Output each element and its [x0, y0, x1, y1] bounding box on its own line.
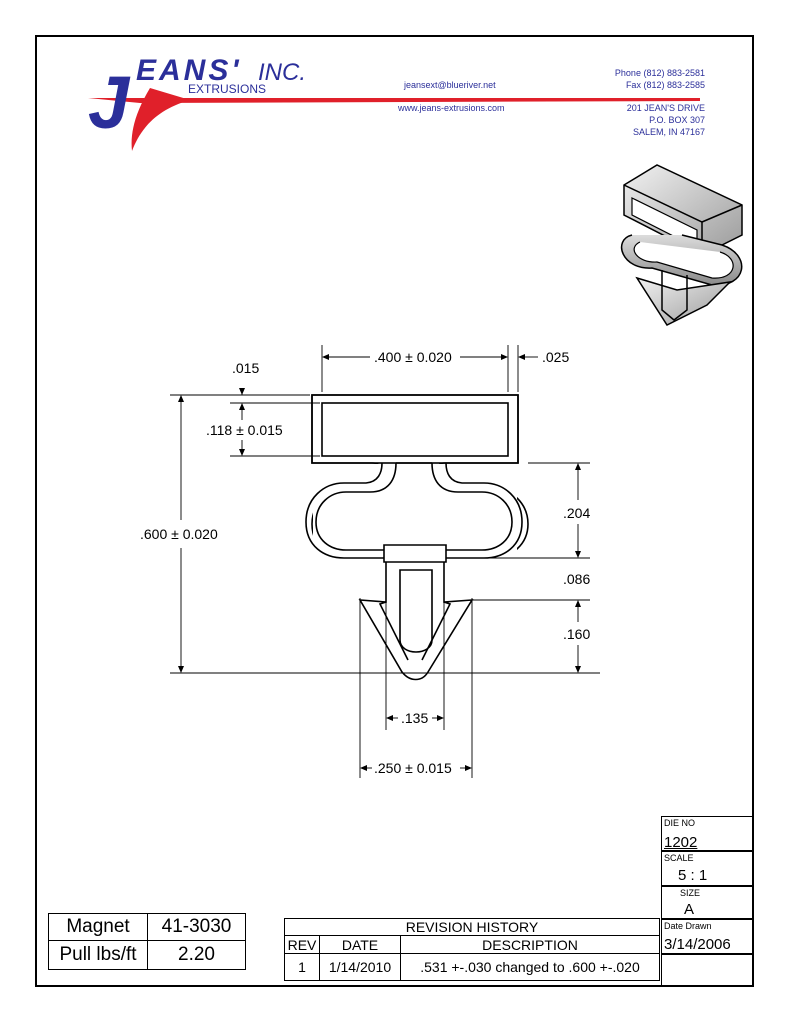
logo-extrusions: EXTRUSIONS: [188, 82, 266, 96]
scale-value: 5 : 1: [678, 867, 708, 884]
logo-j-letter: J: [88, 61, 131, 144]
rev-header: REV: [284, 935, 320, 954]
dim-top-width: .400 ± 0.020: [374, 349, 452, 365]
date-header: DATE: [319, 935, 401, 954]
table-row: REVISION HISTORY: [284, 918, 660, 936]
dim-dart-height: .160: [563, 626, 590, 642]
date-drawn-label: Date Drawn: [664, 921, 712, 931]
dim-dart-width: .250 ± 0.015: [374, 760, 452, 776]
magnet-table: Magnet 41-3030 Pull lbs/ft 2.20: [48, 913, 246, 970]
dim-overall-height: .600 ± 0.020: [140, 526, 218, 542]
drawing-sheet: [35, 35, 754, 987]
channel-inner: [321, 402, 509, 457]
die-no-label: DIE NO: [664, 818, 696, 828]
date-cell: 1/14/2010: [319, 953, 401, 981]
dimension-lines: [170, 345, 600, 778]
description-header: DESCRIPTION: [400, 935, 660, 954]
bulb-outline: [305, 462, 523, 559]
table-row: Magnet 41-3030: [48, 913, 246, 941]
logo-company-name: EANS': [136, 54, 241, 87]
isometric-preview: [621, 164, 743, 326]
magnet-value: 41-3030: [147, 913, 246, 941]
pull-label: Pull lbs/ft: [48, 940, 148, 970]
die-no-cell: DIE NO 1202: [661, 816, 754, 851]
phone-text: Phone (812) 883-2581: [614, 68, 705, 78]
profile-drawing: .400 ± 0.020 .025 .015 .118 ± 0.015 .600…: [140, 345, 600, 778]
logo-swoosh-tail: [131, 88, 190, 151]
address-line-2: P.O. BOX 307: [649, 115, 705, 125]
company-logo: J EANS' INC. EXTRUSIONS: [88, 54, 700, 151]
dim-stem-height: .086: [563, 571, 590, 587]
description-cell: .531 +-.030 changed to .600 +-.020: [400, 953, 660, 981]
date-drawn-cell: Date Drawn 3/14/2006: [661, 919, 754, 954]
date-drawn-value: 3/14/2006: [664, 936, 731, 953]
stem-and-dart: [358, 544, 474, 681]
pull-value: 2.20: [147, 940, 246, 970]
dim-bulb-height: .204: [563, 505, 590, 521]
website-link[interactable]: www.jeans-extrusions.com: [398, 103, 505, 113]
fax-text: Fax (812) 883-2585: [625, 80, 705, 90]
dim-wall: .015: [232, 360, 259, 376]
scale-cell: SCALE 5 : 1: [661, 851, 754, 886]
magnet-label: Magnet: [48, 913, 148, 941]
size-cell: SIZE A: [661, 886, 754, 919]
size-value: A: [684, 901, 695, 918]
revision-history-table: REVISION HISTORY REV DATE DESCRIPTION 1 …: [284, 918, 660, 981]
email-text[interactable]: jeansext@blueriver.net: [404, 80, 496, 90]
dim-right-offset: .025: [542, 349, 569, 365]
dim-stem-width: .135: [401, 710, 428, 726]
revision-history-title: REVISION HISTORY: [284, 918, 660, 936]
address-line-3: SALEM, IN 47167: [632, 127, 705, 137]
size-label: SIZE: [680, 888, 701, 898]
logo-swoosh-line: [88, 98, 700, 103]
table-row: 1 1/14/2010 .531 +-.030 changed to .600 …: [284, 953, 660, 981]
address-line-1: 201 JEAN'S DRIVE: [626, 103, 705, 113]
die-no-value: 1202: [664, 834, 698, 851]
rev-cell: 1: [284, 953, 320, 981]
scale-label: SCALE: [664, 853, 694, 863]
title-block-empty-cell: [661, 954, 754, 987]
table-row: REV DATE DESCRIPTION: [284, 935, 660, 954]
dim-inner-height: .118 ± 0.015: [206, 422, 283, 438]
logo-inc: INC.: [258, 59, 306, 86]
table-row: Pull lbs/ft 2.20: [48, 940, 246, 970]
channel-outer: [311, 394, 519, 464]
dimension-arrows: [178, 354, 581, 771]
